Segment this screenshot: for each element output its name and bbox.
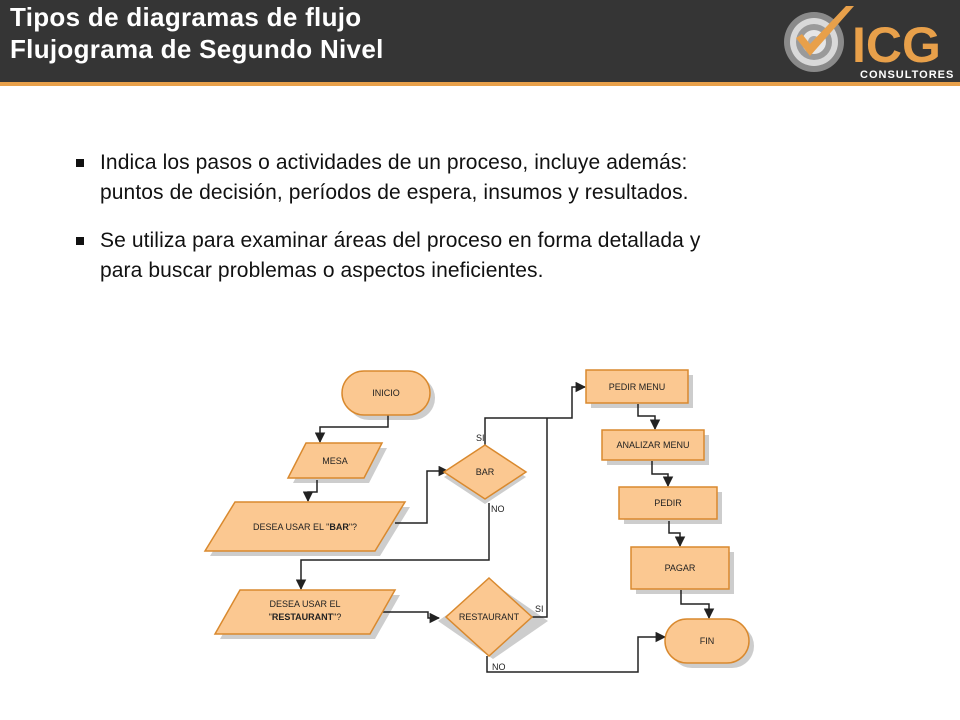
- bullet-line: para buscar problemas o aspectos inefici…: [100, 259, 544, 282]
- slide-title: Tipos de diagramas de flujo: [10, 2, 362, 32]
- bar-label: BAR: [476, 467, 495, 477]
- restaurant-no-label: NO: [492, 662, 506, 672]
- logo-subtitle: CONSULTORES: [860, 69, 954, 81]
- desea-bar-label: DESEA USAR EL "BAR"?: [253, 522, 357, 532]
- connector-arrow: [486, 631, 667, 673]
- bullet-line: Indica los pasos o actividades de un pro…: [100, 151, 688, 174]
- bullet-item: Indica los pasos o actividades de un pro…: [76, 148, 896, 208]
- bullet-line: puntos de decisión, períodos de espera, …: [100, 181, 689, 204]
- slide-subtitle: Flujograma de Segundo Nivel: [10, 34, 384, 64]
- inicio-label: INICIO: [372, 388, 400, 398]
- connector-arrow: [651, 461, 674, 488]
- connector-arrow: [668, 521, 686, 548]
- restaurant-decision: [444, 576, 534, 658]
- mesa-label: MESA: [322, 456, 348, 466]
- pagar-process: [630, 546, 730, 590]
- pedir-menu-label: PEDIR MENU: [609, 382, 666, 392]
- connector-arrow: [314, 414, 389, 444]
- pedir-process: [618, 486, 718, 520]
- icg-logo: ICG CONSULTORES: [784, 6, 954, 81]
- connector-arrow: [680, 590, 715, 620]
- analizar-menu-process: [601, 429, 705, 461]
- square-bullet-icon: [76, 159, 84, 167]
- connector-arrow: [484, 381, 587, 446]
- pedir-label: PEDIR: [654, 498, 682, 508]
- checkmark-icon: [796, 6, 854, 56]
- connector-arrow: [532, 418, 548, 618]
- connector-arrow: [302, 480, 318, 503]
- analizar-menu-label: ANALIZAR MENU: [616, 440, 689, 450]
- connector-arrow: [637, 404, 661, 431]
- connector-arrow: [395, 465, 450, 524]
- desea-bar-input: [203, 501, 407, 552]
- square-bullet-icon: [76, 237, 84, 245]
- restaurant-si-label: SI: [535, 604, 544, 614]
- desea-restaurant-input: [213, 589, 397, 635]
- logo-wordmark: ICG: [852, 17, 941, 73]
- fin-terminator: [664, 618, 750, 664]
- mesa-input: [286, 442, 384, 479]
- bar-decision: [442, 444, 528, 500]
- bar-no-label: NO: [491, 504, 505, 514]
- bullet-item: Se utiliza para examinar áreas del proce…: [76, 226, 896, 286]
- restaurant-label: RESTAURANT: [459, 612, 520, 622]
- inicio-terminator: [341, 370, 431, 416]
- bar-si-label: SI: [476, 433, 485, 443]
- pagar-label: PAGAR: [665, 563, 696, 573]
- bullet-line: Se utiliza para examinar áreas del proce…: [100, 229, 701, 252]
- desea-restaurant-label-line1: DESEA USAR EL: [269, 599, 340, 609]
- header-accent-rule: [0, 82, 960, 86]
- connector-arrow: [295, 503, 490, 591]
- pedir-menu-process: [585, 369, 689, 404]
- fin-label: FIN: [700, 636, 715, 646]
- bullet-list: Indica los pasos o actividades de un pro…: [76, 148, 896, 304]
- connector-arrow: [377, 611, 441, 624]
- desea-restaurant-label-line2: "RESTAURANT"?: [269, 612, 342, 622]
